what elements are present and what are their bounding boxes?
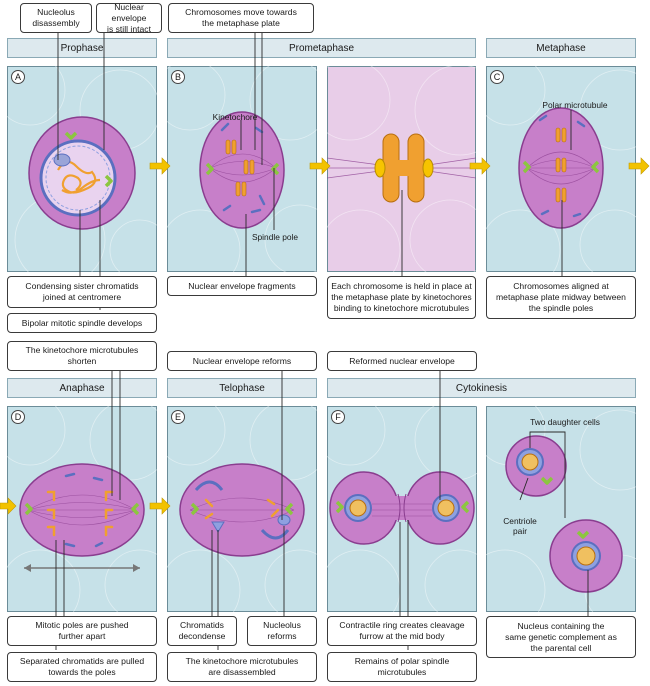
callout-text: Reformed nuclear envelope bbox=[349, 355, 455, 366]
callout-nuclear-envelope-intact: Nuclear envelope is still intact bbox=[96, 1, 162, 34]
label-centriole-pair: Centriole pair bbox=[503, 516, 537, 536]
callout-text: Contractile ring creates cleavage furrow… bbox=[339, 620, 465, 641]
letter-text: D bbox=[14, 412, 22, 422]
letter-text: B bbox=[174, 72, 181, 82]
callout-separated: Separated chromatids are pulled towards … bbox=[7, 652, 157, 682]
panel-letter-f: F bbox=[331, 410, 345, 424]
callout-text: Each chromosome is held in place at the … bbox=[331, 281, 472, 313]
callout-text: Nuclear envelope is still intact bbox=[107, 1, 151, 34]
phase-header-metaphase: Metaphase bbox=[486, 38, 636, 58]
phase-header-anaphase: Anaphase bbox=[7, 378, 157, 398]
panel-letter-b: B bbox=[171, 70, 185, 84]
callout-text: Condensing sister chromatids joined at c… bbox=[25, 281, 139, 302]
callout-chromosomes-move: Chromosomes move towards the metaphase p… bbox=[168, 3, 314, 33]
callout-kinetochore-shorten: The kinetochore microtubules shorten bbox=[7, 341, 157, 371]
callout-nucleus-containing: Nucleus containing the same genetic comp… bbox=[486, 616, 636, 658]
metaphase-cell bbox=[518, 107, 604, 229]
callout-text: Mitotic poles are pushed further apart bbox=[35, 620, 129, 641]
chromosome-zoom bbox=[327, 133, 476, 203]
callout-nuclear-fragments: Nuclear envelope fragments bbox=[167, 276, 317, 296]
callout-decondense: Chromatids decondense bbox=[167, 616, 237, 646]
callout-nuclear-envelope-reforms: Nuclear envelope reforms bbox=[167, 351, 317, 371]
phase-label: Telophase bbox=[219, 382, 265, 394]
panel-letter-e: E bbox=[171, 410, 185, 424]
callout-text: Chromatids decondense bbox=[178, 620, 226, 641]
label-spindle-pole: Spindle pole bbox=[251, 232, 299, 242]
callout-reformed-nuclear-envelope: Reformed nuclear envelope bbox=[327, 351, 477, 371]
phase-header-prometaphase: Prometaphase bbox=[167, 38, 476, 58]
callout-poles-pushed: Mitotic poles are pushed further apart bbox=[7, 616, 157, 646]
cytokinesis-cells bbox=[329, 471, 475, 545]
callout-text: Nucleolus reforms bbox=[263, 620, 301, 641]
label-polar-microtubule: Polar microtubule bbox=[542, 100, 608, 110]
panel-letter-a: A bbox=[11, 70, 25, 84]
callout-nucleolus-disassembly: Nucleolus disassembly bbox=[20, 3, 92, 33]
letter-text: C bbox=[493, 72, 501, 82]
phase-label: Metaphase bbox=[536, 42, 586, 54]
callout-bipolar: Bipolar mitotic spindle develops bbox=[7, 313, 157, 333]
callout-each-chromosome: Each chromosome is held in place at the … bbox=[327, 276, 476, 319]
callout-text: Chromosomes aligned at metaphase plate m… bbox=[496, 281, 626, 313]
phase-header-telophase: Telophase bbox=[167, 378, 317, 398]
prometaphase-cell bbox=[199, 111, 285, 229]
callout-text: Nucleolus disassembly bbox=[32, 7, 80, 28]
callout-nucleolus-reforms: Nucleolus reforms bbox=[247, 616, 317, 646]
callout-text: Chromosomes move towards the metaphase p… bbox=[185, 7, 297, 28]
label-kinetochore: Kinetochore bbox=[212, 112, 258, 122]
callout-text: Bipolar mitotic spindle develops bbox=[21, 317, 143, 328]
daughter-cells bbox=[505, 435, 623, 593]
prophase-cell bbox=[28, 116, 136, 230]
phase-label: Prophase bbox=[60, 42, 104, 54]
callout-remains: Remains of polar spindle microtubules bbox=[327, 652, 477, 682]
leader-lines bbox=[55, 33, 589, 650]
callout-aligned: Chromosomes aligned at metaphase plate m… bbox=[486, 276, 636, 319]
callout-text: The kinetochore microtubules are disasse… bbox=[185, 656, 299, 677]
anaphase-cell bbox=[19, 463, 145, 572]
callout-text: Nuclear envelope reforms bbox=[192, 355, 292, 366]
label-two-daughter-cells: Two daughter cells bbox=[530, 417, 600, 427]
telophase-cell bbox=[179, 463, 305, 557]
background-texture bbox=[7, 66, 636, 612]
letter-text: F bbox=[335, 412, 341, 422]
letter-text: E bbox=[174, 412, 181, 422]
callout-text: Remains of polar spindle microtubules bbox=[354, 656, 450, 677]
phase-header-prophase: Prophase bbox=[7, 38, 157, 58]
phase-label: Anaphase bbox=[59, 382, 105, 394]
phase-label: Cytokinesis bbox=[455, 382, 508, 394]
panel-letter-c: C bbox=[490, 70, 504, 84]
phase-label: Prometaphase bbox=[288, 42, 355, 54]
callout-text: The kinetochore microtubules shorten bbox=[25, 345, 139, 366]
callout-kinetochore-disassembled: The kinetochore microtubules are disasse… bbox=[167, 652, 317, 682]
callout-text: Separated chromatids are pulled towards … bbox=[19, 656, 145, 677]
callout-condensing: Condensing sister chromatids joined at c… bbox=[7, 276, 157, 308]
callout-text: Nuclear envelope fragments bbox=[188, 280, 296, 291]
letter-text: A bbox=[14, 72, 21, 82]
phase-header-cytokinesis: Cytokinesis bbox=[327, 378, 636, 398]
flow-arrows bbox=[0, 157, 650, 515]
callout-contractile: Contractile ring creates cleavage furrow… bbox=[327, 616, 477, 646]
callout-text: Nucleus containing the same genetic comp… bbox=[505, 620, 617, 653]
panel-letter-d: D bbox=[11, 410, 25, 424]
